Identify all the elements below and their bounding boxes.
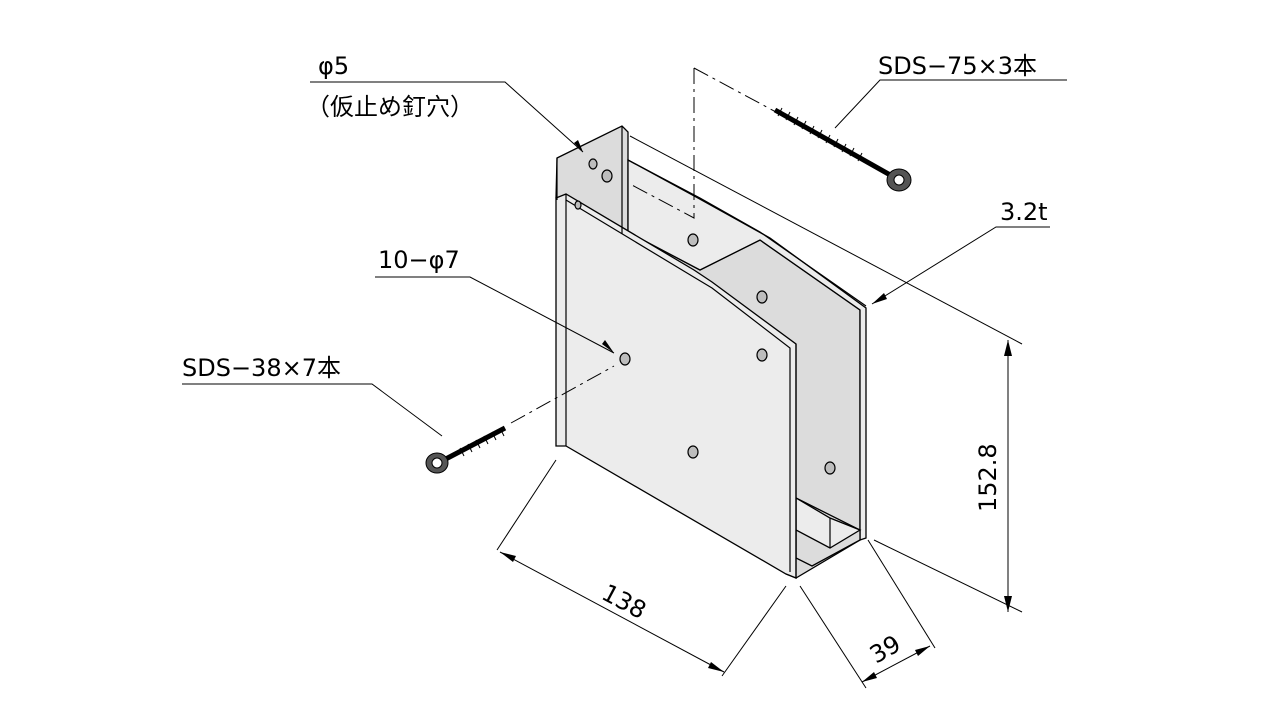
nail-hole-note-label: （仮止め釘穴） bbox=[306, 93, 474, 121]
bolt-hole bbox=[687, 445, 699, 459]
depth-dimension: 39 bbox=[865, 630, 905, 670]
bolt-hole bbox=[601, 169, 613, 183]
leader-lines bbox=[182, 79, 1067, 437]
bolt-hole bbox=[756, 290, 768, 304]
nail-hole-dia-label: φ5 bbox=[318, 52, 349, 80]
front-plate bbox=[555, 193, 797, 579]
bolt-hole bbox=[687, 233, 699, 247]
screw-short-icon bbox=[425, 425, 507, 474]
bolt-hole bbox=[574, 200, 582, 210]
nail-tab bbox=[556, 126, 867, 307]
holes bbox=[574, 158, 836, 475]
nail-hole bbox=[588, 158, 598, 170]
dimension-lines bbox=[496, 135, 1023, 689]
center-lines bbox=[510, 67, 777, 424]
bolt-hole bbox=[824, 461, 836, 475]
bolt-hole bbox=[619, 352, 631, 366]
screw-short-label: SDS−38×7本 bbox=[182, 354, 341, 382]
bolt-holes-label: 10−φ7 bbox=[378, 246, 460, 274]
thickness-label: 3.2t bbox=[1000, 198, 1048, 226]
screw-long-label: SDS−75×3本 bbox=[878, 52, 1037, 80]
screw-long-icon bbox=[773, 107, 912, 192]
height-dimension: 152.8 bbox=[974, 443, 1002, 512]
bolt-hole bbox=[756, 348, 768, 362]
